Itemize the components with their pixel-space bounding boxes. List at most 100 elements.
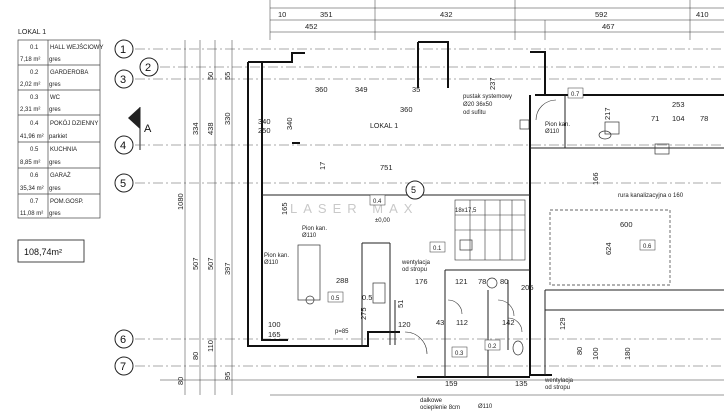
dimension-label: 17 (318, 162, 327, 170)
room-tag: 0.5 (331, 296, 340, 302)
dimension-label: 135 (515, 379, 528, 388)
stair-axis-bubble (405, 180, 425, 200)
legend-room-floor: gres (49, 211, 61, 217)
pipe-icon (486, 277, 498, 289)
legend-room-no: 0.7 (30, 199, 39, 205)
dimension-label: 438 (206, 122, 215, 135)
dimension-label: 600 (620, 220, 633, 229)
legend-room-no: 0.3 (30, 95, 39, 101)
room-tag: 0.2 (488, 344, 497, 350)
dimension-label: 10 (278, 10, 286, 19)
dimension-label: 100 (591, 347, 600, 360)
dimension-label: 507 (206, 257, 215, 270)
annotation: ocieplenie 8cm (420, 405, 460, 411)
stove-icon (372, 282, 386, 304)
legend-room-floor: gres (49, 82, 61, 88)
dimension-label: 217 (603, 107, 612, 120)
room-tags: 0.1 0.2 0.3 0.4 0.5 0.6 0.7 (327, 87, 656, 358)
legend-room-floor: gres (49, 107, 61, 113)
dimension-label: 80 (191, 352, 200, 360)
legend-room-no: 0.6 (30, 173, 39, 179)
dimension-label: 78 (478, 277, 486, 286)
legend-room-name: GARAŻ (50, 172, 71, 179)
dimension-label: 334 (191, 122, 200, 135)
dimension-label: 250 (258, 126, 271, 135)
annotation: Pion kan. (302, 226, 327, 232)
legend-room-no: 0.2 (30, 70, 39, 76)
axis-label: 6 (120, 334, 126, 346)
dimension-label: 165 (268, 330, 281, 339)
dimension-label: 397 (223, 262, 232, 275)
dimension-label: 176 (415, 277, 428, 286)
room-tag: 0.7 (571, 92, 580, 98)
dimension-label: 340 (258, 117, 271, 126)
annotation: Ø110 (545, 129, 560, 135)
annotation: od stropu (545, 385, 570, 391)
legend-room-name: GARDEROBA (50, 70, 88, 76)
legend-room-name: WC (50, 95, 61, 101)
room-tag: 0.6 (643, 244, 652, 250)
dimension-label: 180 (623, 347, 632, 360)
legend-room-area: 7,18 m² (20, 57, 40, 63)
dimension-label: 80 (575, 347, 584, 355)
dimension-label: 50 (206, 72, 215, 80)
stair-axis-label: 5 (411, 185, 416, 195)
legend-total: 108,74m² (24, 247, 62, 257)
axis-label: 5 (120, 178, 126, 190)
fixtures (297, 119, 671, 356)
legend-room-area: 2,02 m² (20, 82, 40, 88)
annotation: rura kanalizacyjna o 160 (618, 193, 684, 199)
legend-room-name: POM.GOSP. (50, 199, 84, 205)
axis-bubbles: 1 2 3 4 5 6 7 (114, 39, 159, 376)
dimension-label: 104 (672, 114, 685, 123)
dimension-label: 120 (398, 320, 411, 329)
dimension-label: 349 (355, 85, 368, 94)
section-marker: A (128, 107, 152, 150)
dimension-label: 80 (500, 277, 508, 286)
axis-label: 4 (120, 140, 126, 152)
legend-room-area: 2,31 m² (20, 107, 40, 113)
annotation: Ø110 (478, 404, 493, 410)
dimension-label: 112 (456, 318, 468, 327)
dimension-label: 360 (400, 105, 413, 114)
shaft-icon (519, 119, 530, 130)
legend-room-name: KUCHNIA (50, 147, 77, 153)
axis-lines (135, 48, 724, 367)
legend-room-name: POKÓJ DZIENNY (50, 120, 98, 127)
annotation: Ø20 36x50 (463, 102, 493, 108)
dimension-label: 80 (176, 377, 185, 385)
annotation: pustak systemowy (463, 94, 512, 100)
unit-title: LOKAL 1 (370, 123, 398, 130)
dimension-label: 121 (455, 277, 468, 286)
dimension-label: 624 (604, 242, 613, 255)
inner-walls (262, 95, 724, 377)
dimension-label: 95 (223, 372, 232, 380)
axis-label: 7 (120, 361, 126, 373)
dimension-label: 51 (396, 300, 405, 308)
dimension-label: 467 (602, 22, 615, 31)
dimension-label: 71 (651, 114, 659, 123)
inner-dimensions: 349 237 360 35 360 340 250 340 751 17 16… (258, 77, 708, 388)
dimension-lines (184, 0, 724, 395)
dimension-label: 110 (206, 340, 215, 352)
dimension-label: 592 (595, 10, 608, 19)
annotation: dalkowe (420, 398, 443, 404)
annotation: p=85 (335, 329, 349, 335)
dimension-label: 78 (700, 114, 708, 123)
dimension-label: 432 (440, 10, 453, 19)
stairs-spec: 18x17,5 (455, 208, 477, 214)
dimension-label: 360 (315, 85, 328, 94)
legend-room-no: 0.4 (30, 121, 39, 127)
dimension-label: 166 (591, 172, 600, 185)
annotation: wentylacja (544, 378, 574, 384)
legend-room-area: 35,34 m² (20, 186, 44, 192)
dimension-label: 159 (445, 379, 458, 388)
section-marker-label: A (144, 123, 152, 135)
dimension-label: 237 (488, 77, 497, 90)
annotation: Pion kan. (545, 122, 570, 128)
dimension-label: 507 (191, 257, 200, 270)
room-tag: 0.4 (373, 199, 382, 205)
axis-label: 2 (145, 62, 151, 74)
legend-room-no: 0.1 (30, 45, 39, 51)
